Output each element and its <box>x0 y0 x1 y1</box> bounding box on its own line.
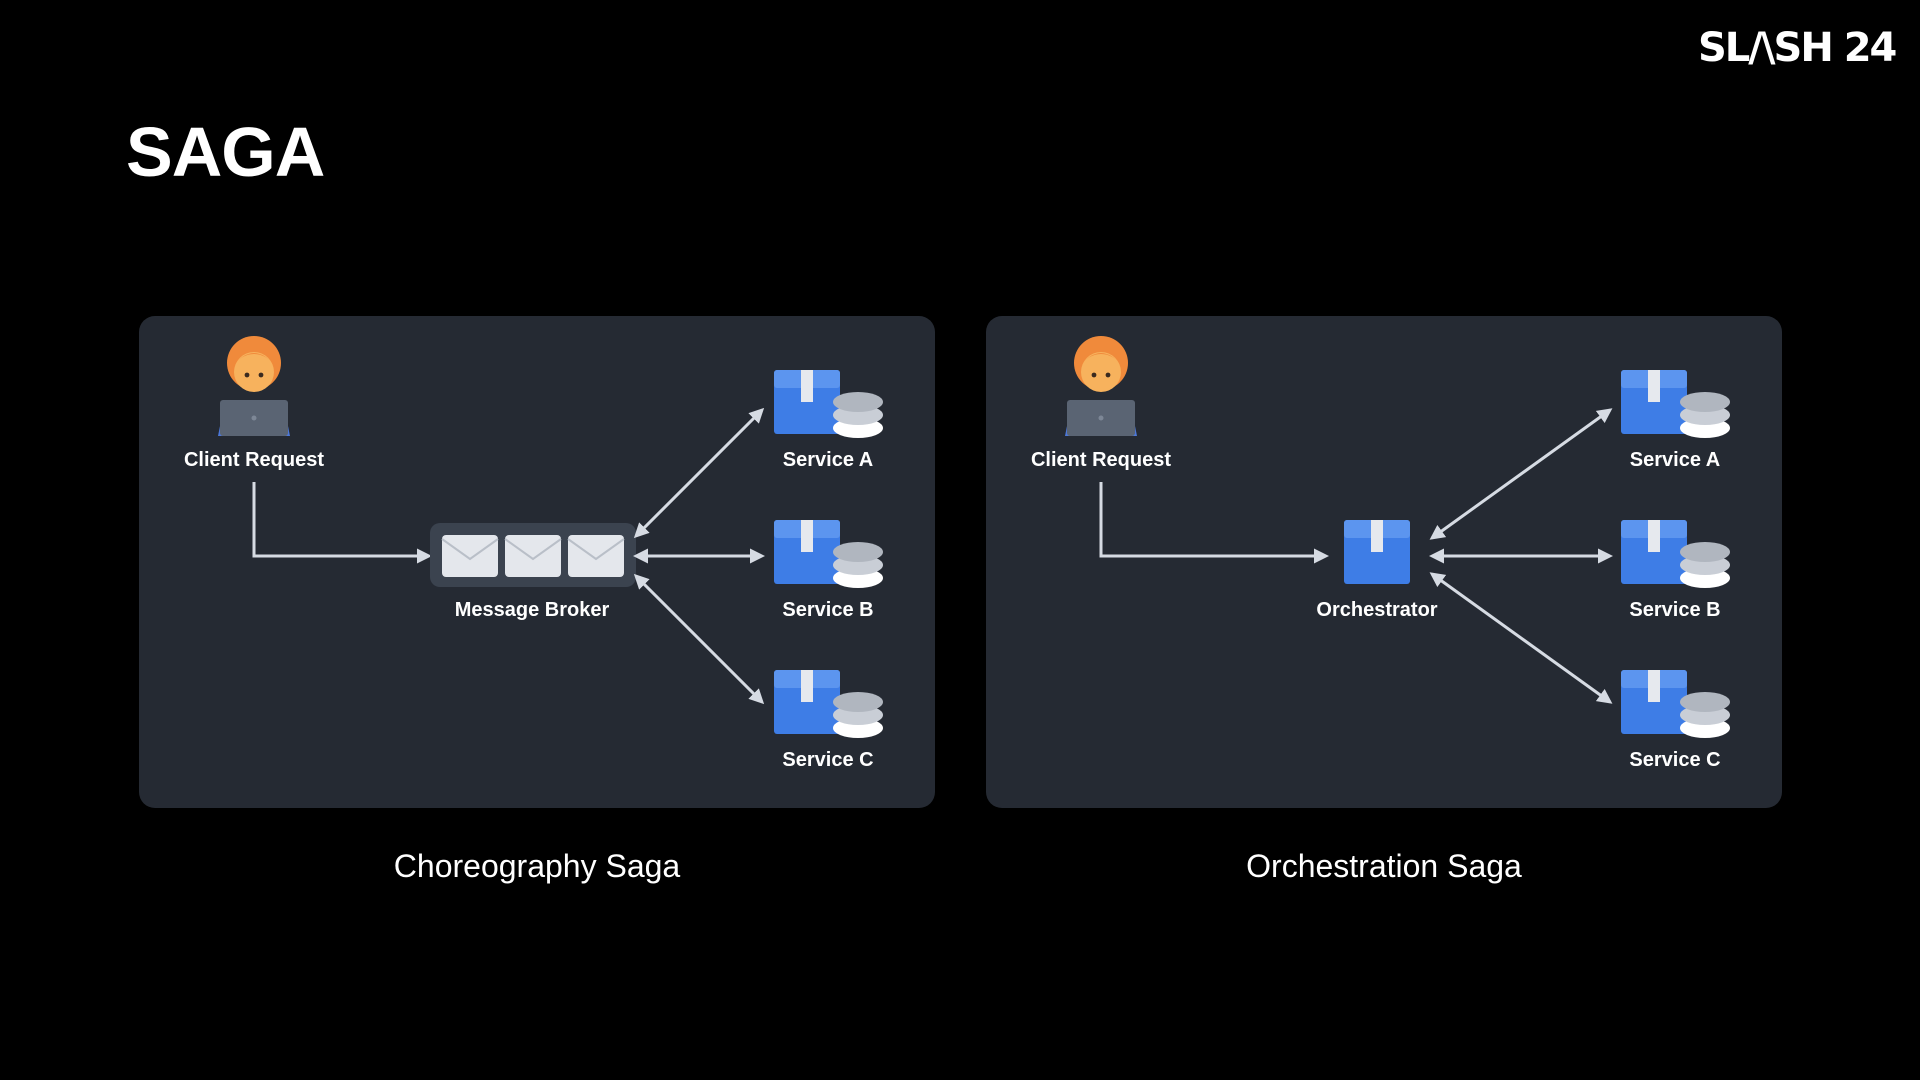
service-c-icon <box>774 670 883 738</box>
service-c-icon <box>1621 670 1730 738</box>
service-b-icon <box>774 520 883 588</box>
client-request-label: Client Request <box>1030 449 1172 471</box>
client-to-broker-arrow <box>252 482 432 564</box>
choreography-saga-caption: Choreography Saga <box>393 848 681 884</box>
orchestrator-label: Orchestrator <box>1316 599 1438 621</box>
orchestrator-service-a-arrow <box>1429 408 1613 540</box>
orchestrator-service-c-arrow <box>1429 572 1613 704</box>
service-b-label: Service B <box>782 599 874 621</box>
logo-text: SL/\SH 24 <box>1698 25 1897 71</box>
service-a-icon <box>1621 370 1730 438</box>
service-a-label: Service A <box>1629 449 1721 471</box>
page-title: SAGA <box>126 113 325 191</box>
orchestrator-box-icon <box>1344 520 1410 584</box>
orchestration-diagram-panel: Client Request Orchestrator Service A Se… <box>986 316 1782 808</box>
service-a-icon <box>774 370 883 438</box>
message-queue-envelopes-icon <box>430 523 636 587</box>
service-c-label: Service C <box>782 749 874 771</box>
client-to-orchestrator-arrow <box>1099 482 1329 564</box>
choreography-diagram <box>218 336 883 738</box>
service-b-label: Service B <box>1629 599 1721 621</box>
broker-service-a-arrow <box>633 407 765 539</box>
broker-service-c-arrow <box>633 573 765 705</box>
service-a-label: Service A <box>782 449 874 471</box>
slash24-logo: SL/\SH 24 <box>1698 26 1897 70</box>
choreography-diagram-panel: Client Request Message Broker Service A … <box>139 316 935 808</box>
service-b-icon <box>1621 520 1730 588</box>
message-broker-label: Message Broker <box>454 599 610 621</box>
client-request-label: Client Request <box>183 449 325 471</box>
person-with-laptop-icon <box>1065 336 1137 436</box>
person-with-laptop-icon <box>218 336 290 436</box>
orchestration-diagram <box>1065 336 1730 738</box>
orchestration-saga-caption: Orchestration Saga <box>1246 848 1522 884</box>
service-c-label: Service C <box>1629 749 1721 771</box>
